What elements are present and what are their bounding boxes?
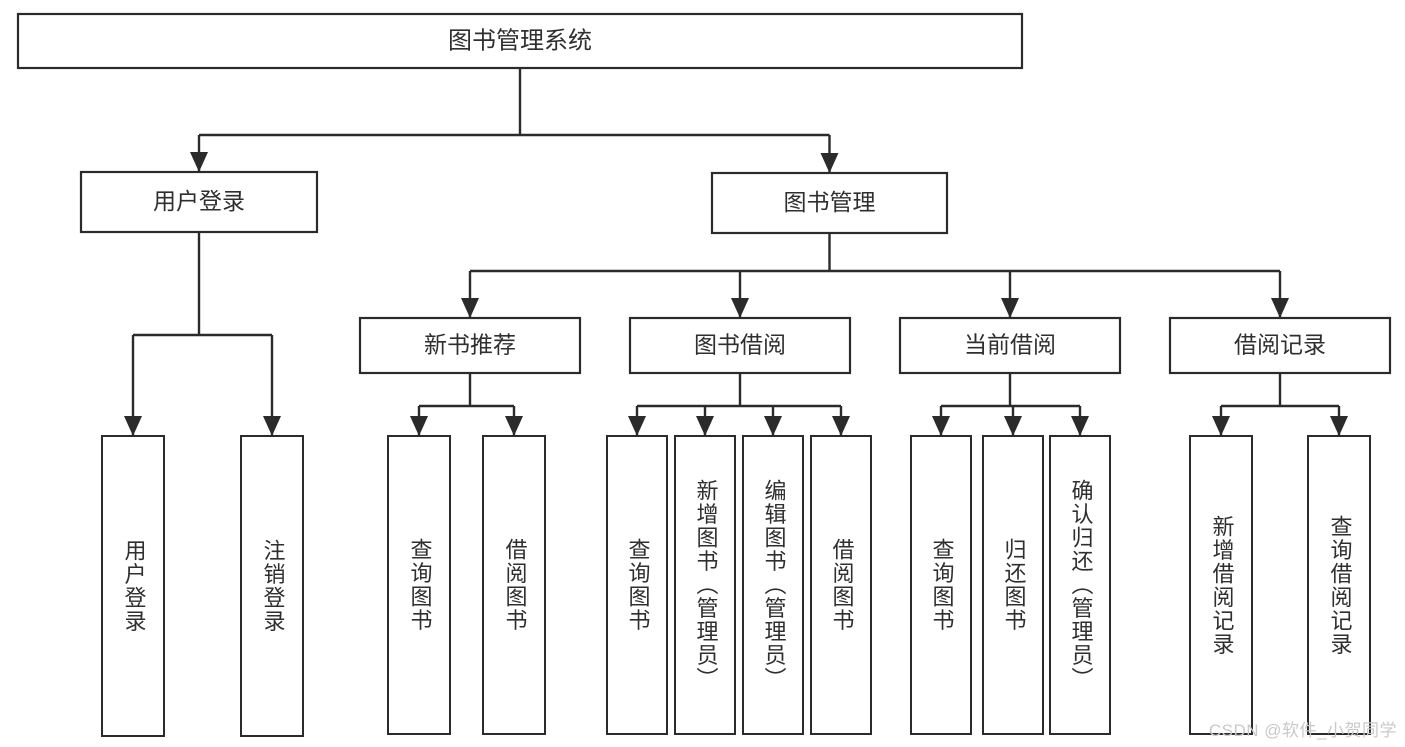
node-box-level1-图书管理[interactable] xyxy=(710,171,949,235)
connector-layer xyxy=(124,68,1348,436)
arrow-head-icon xyxy=(1212,416,1230,436)
node-box-leaf-0-用户登录[interactable] xyxy=(101,435,165,737)
node-box-root[interactable] xyxy=(16,12,1024,70)
arrow-head-icon xyxy=(628,416,646,436)
arrow-head-icon xyxy=(1330,416,1348,436)
node-label-root: 图书管理系统 xyxy=(448,27,592,54)
node-box-level2-当前借阅[interactable] xyxy=(898,316,1122,375)
node-box-leaf-4-查询图书[interactable] xyxy=(606,435,668,735)
arrow-head-icon xyxy=(1271,298,1289,318)
node-box-level1-用户登录[interactable] xyxy=(79,170,319,234)
node-label-level1-用户登录: 用户登录 xyxy=(153,188,245,214)
node-label-level2-图书借阅: 图书借阅 xyxy=(694,332,786,358)
node-box-layer xyxy=(16,12,1392,737)
node-box-leaf-10-确认归还管理员[interactable] xyxy=(1049,435,1111,735)
arrow-head-icon xyxy=(1004,416,1022,436)
node-label-level2-借阅记录: 借阅记录 xyxy=(1234,332,1326,358)
arrow-head-icon xyxy=(932,416,950,436)
node-box-leaf-6-编辑图书管理员[interactable] xyxy=(742,435,804,735)
node-label-level2-当前借阅: 当前借阅 xyxy=(964,332,1056,358)
arrow-head-icon xyxy=(124,416,142,436)
arrow-head-icon xyxy=(820,153,839,173)
arrow-head-icon xyxy=(1001,298,1019,318)
node-box-leaf-12-查询借阅记录[interactable] xyxy=(1307,435,1371,735)
node-box-level2-图书借阅[interactable] xyxy=(628,316,852,375)
node-box-leaf-11-新增借阅记录[interactable] xyxy=(1189,435,1253,735)
node-box-leaf-2-查询图书[interactable] xyxy=(387,435,451,735)
node-box-level2-借阅记录[interactable] xyxy=(1168,316,1392,375)
node-box-level2-新书推荐[interactable] xyxy=(358,316,582,375)
arrow-head-icon xyxy=(263,416,281,436)
node-box-leaf-8-查询图书[interactable] xyxy=(910,435,972,735)
arrow-head-icon xyxy=(190,152,208,172)
arrow-head-icon xyxy=(696,416,714,436)
node-box-leaf-7-借阅图书[interactable] xyxy=(810,435,872,735)
node-box-leaf-9-归还图书[interactable] xyxy=(982,435,1044,735)
arrow-head-icon xyxy=(505,416,523,436)
arrow-head-icon xyxy=(731,298,749,318)
csdn-watermark: CSDN @软件_小贺同学 xyxy=(1208,721,1397,740)
arrow-head-icon xyxy=(461,298,479,318)
arrow-head-icon xyxy=(1071,416,1089,436)
arrow-head-icon xyxy=(832,416,850,436)
node-label-level1-图书管理: 图书管理 xyxy=(784,189,876,215)
arrow-head-icon xyxy=(410,416,428,436)
node-box-leaf-3-借阅图书[interactable] xyxy=(482,435,546,735)
node-box-leaf-5-新增图书管理员[interactable] xyxy=(674,435,736,735)
arrow-head-icon xyxy=(764,416,782,436)
node-box-leaf-1-注销登录[interactable] xyxy=(240,435,304,737)
node-label-level2-新书推荐: 新书推荐 xyxy=(424,332,516,358)
